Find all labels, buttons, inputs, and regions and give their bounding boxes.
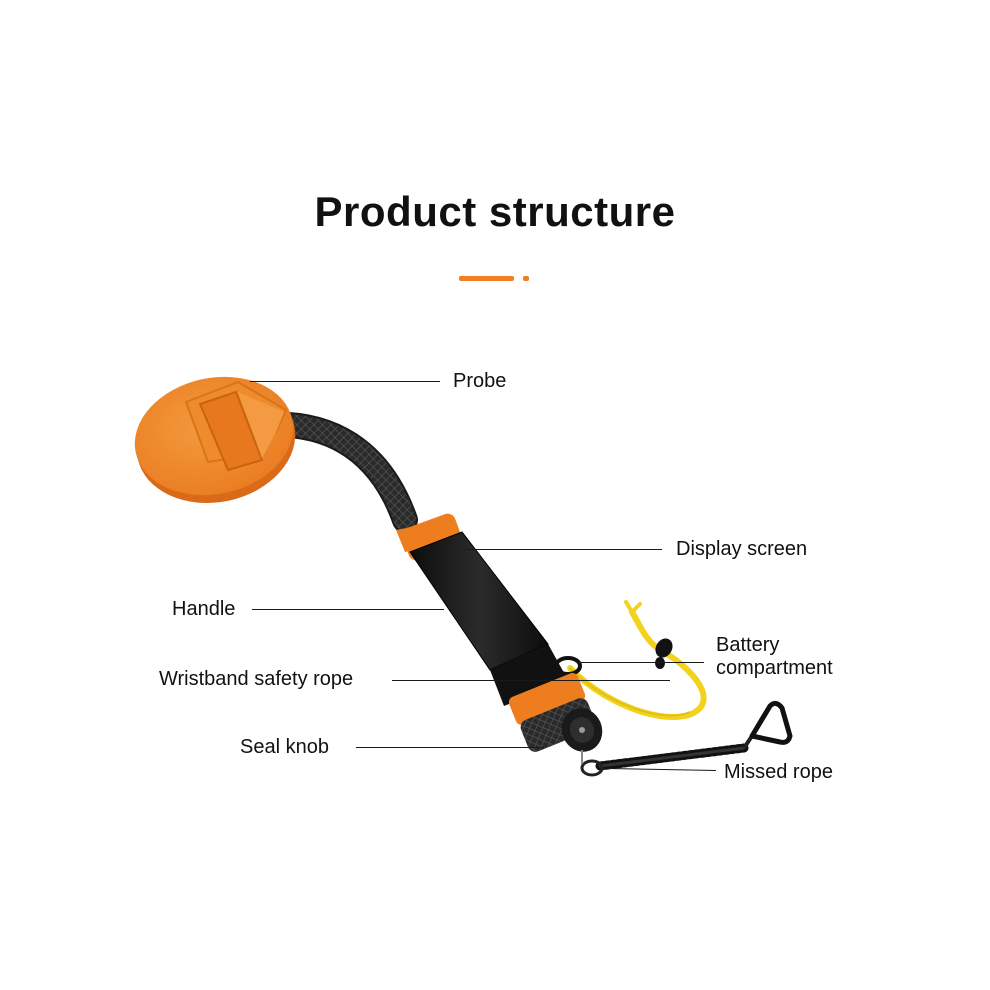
title-underline-dot bbox=[523, 276, 529, 281]
display-screen-leader bbox=[462, 549, 662, 550]
handle-body bbox=[396, 513, 603, 764]
page-title: Product structure bbox=[314, 188, 676, 235]
probe-disc bbox=[134, 376, 296, 504]
coiled-lanyard bbox=[580, 700, 793, 777]
label-battery-line1: Battery bbox=[716, 634, 780, 656]
label-handle: Handle bbox=[172, 598, 236, 620]
label-probe: Probe bbox=[453, 370, 507, 392]
label-missed-rope: Missed rope bbox=[724, 761, 833, 783]
label-wristband-rope: Wristband safety rope bbox=[159, 668, 354, 690]
label-seal-knob: Seal knob bbox=[240, 736, 329, 758]
label-display-screen: Display screen bbox=[676, 538, 808, 560]
battery-leader bbox=[578, 662, 704, 663]
label-battery-line2: compartment bbox=[716, 657, 833, 679]
handle-leader bbox=[252, 609, 444, 610]
title-underline-dash bbox=[459, 276, 514, 281]
seal-knob-leader bbox=[356, 747, 544, 748]
probe-leader bbox=[250, 381, 440, 382]
wristband-leader bbox=[392, 680, 670, 681]
wristband-rope bbox=[567, 600, 707, 720]
